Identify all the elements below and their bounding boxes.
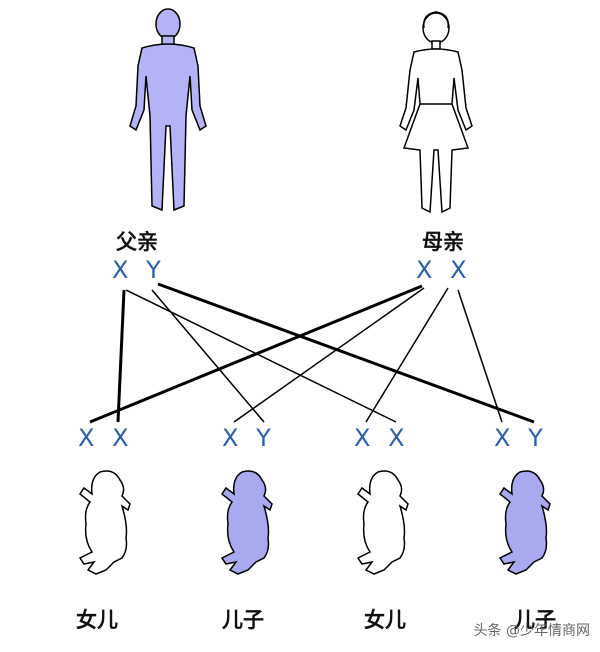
child2-label: 儿子 [222, 608, 264, 632]
child4-baby-figure [498, 470, 551, 575]
child1-chromosome-2: X [112, 424, 131, 452]
line-father-y-to-son2 [157, 282, 535, 424]
child4-chromosomes: X Y [494, 424, 545, 452]
child1-chromosome-1: X [78, 424, 97, 452]
child1-baby-figure [78, 470, 131, 575]
line-mother-x2-to-daughter2 [365, 287, 449, 423]
baby-icon [356, 470, 409, 575]
child1-label: 女儿 [76, 608, 118, 632]
mother-chromosome-x2: X [450, 256, 469, 284]
mother-body-icon [399, 11, 473, 214]
child1-chromosomes: X X [78, 424, 131, 452]
father-label: 父亲 [116, 230, 158, 254]
child3-chromosome-2: X [388, 424, 407, 452]
child2-chromosome-1: X [222, 424, 241, 452]
child2-baby-figure [220, 470, 273, 575]
child2-chromosomes: X Y [222, 424, 273, 452]
baby-icon [220, 470, 273, 575]
father-chromosomes: X Y [112, 256, 163, 284]
mother-chromosomes: X X [416, 256, 469, 284]
watermark: 头条 @少年情商网 [473, 623, 590, 639]
mother-label: 母亲 [422, 230, 464, 254]
child4-chromosome-2: Y [528, 424, 545, 452]
father-body-icon [129, 8, 207, 212]
baby-icon [78, 470, 131, 575]
child2-chromosome-2: Y [256, 424, 273, 452]
child4-label: 儿子 [514, 608, 556, 632]
line-father-y-to-son1 [151, 289, 265, 423]
child4-chromosome-1: X [494, 424, 513, 452]
father-figure [129, 8, 207, 212]
mother-chromosome-x1: X [416, 256, 435, 284]
line-father-x-to-daughter1 [116, 289, 126, 423]
child3-chromosomes: X X [354, 424, 407, 452]
child3-label: 女儿 [364, 608, 406, 632]
father-chromosome-y: Y [146, 256, 163, 284]
child3-chromosome-1: X [354, 424, 373, 452]
baby-icon [498, 470, 551, 575]
mother-figure [399, 11, 473, 214]
line-mother-x1-to-daughter1 [89, 284, 423, 424]
line-mother-x2-to-son2 [457, 289, 503, 423]
father-chromosome-x: X [112, 256, 131, 284]
line-mother-x1-to-son1 [233, 287, 425, 423]
child3-baby-figure [356, 470, 409, 575]
